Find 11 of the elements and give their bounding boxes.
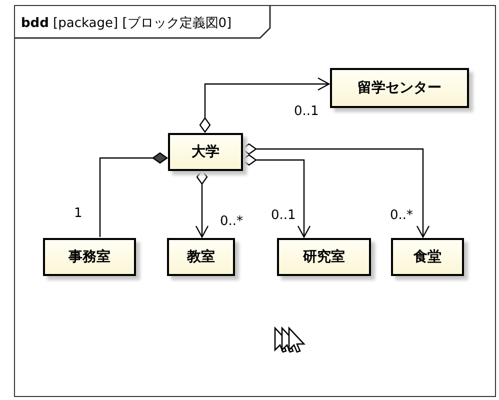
frame-title: bdd [package] [ブロック定義図0] — [21, 15, 232, 32]
block-box: 教室 — [167, 238, 235, 276]
block-box: 食堂 — [391, 238, 464, 276]
block-box: 大学 — [168, 133, 243, 171]
block-box: 研究室 — [277, 238, 371, 276]
diagram-frame — [14, 5, 496, 397]
association-line — [98, 152, 168, 236]
block-box: 留学センター — [330, 68, 469, 108]
association-line — [198, 76, 330, 132]
association-line — [194, 168, 208, 238]
block-box: 事務室 — [43, 238, 136, 276]
